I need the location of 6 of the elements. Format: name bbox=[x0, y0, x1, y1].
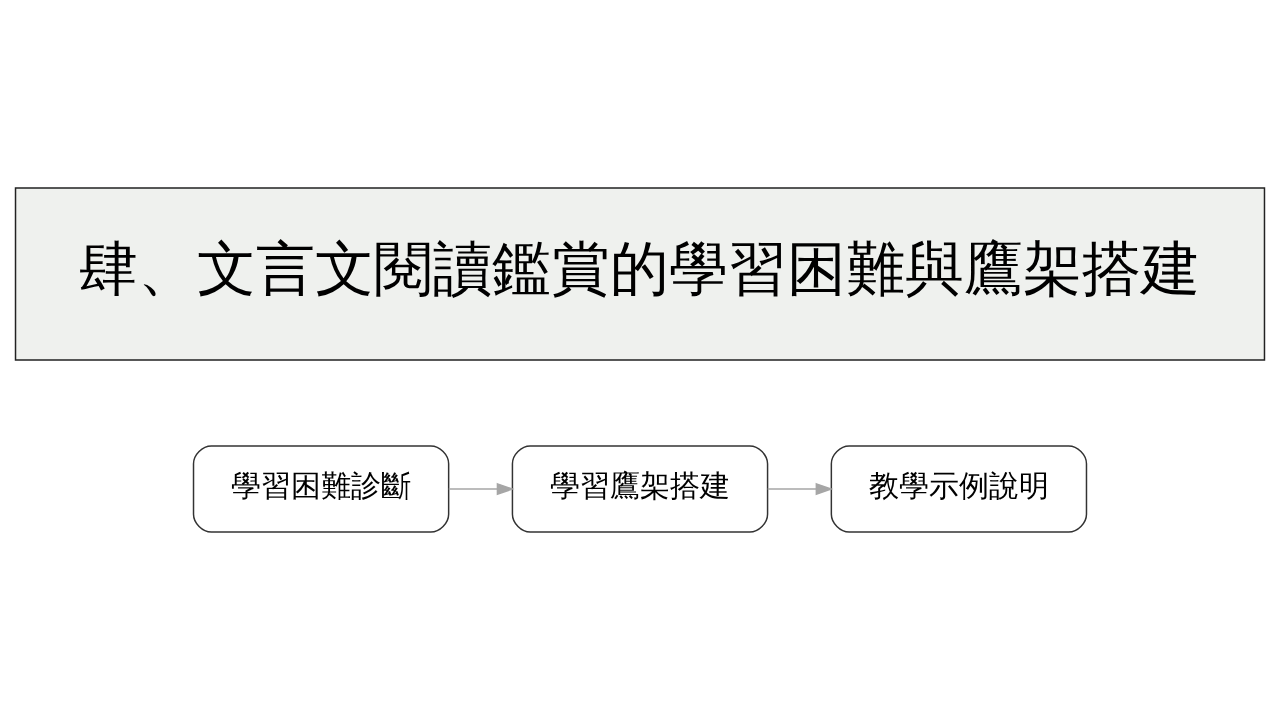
node-box: 學習鷹架搭建 bbox=[511, 445, 769, 533]
arrow bbox=[448, 482, 515, 496]
node-box: 教學示例說明 bbox=[830, 445, 1088, 533]
node-box: 學習困難診斷 bbox=[192, 445, 450, 533]
node-box: 肆、文言文閱讀鑑賞的學習困難與鷹架搭建 bbox=[14, 187, 1266, 361]
arrow bbox=[766, 482, 834, 496]
